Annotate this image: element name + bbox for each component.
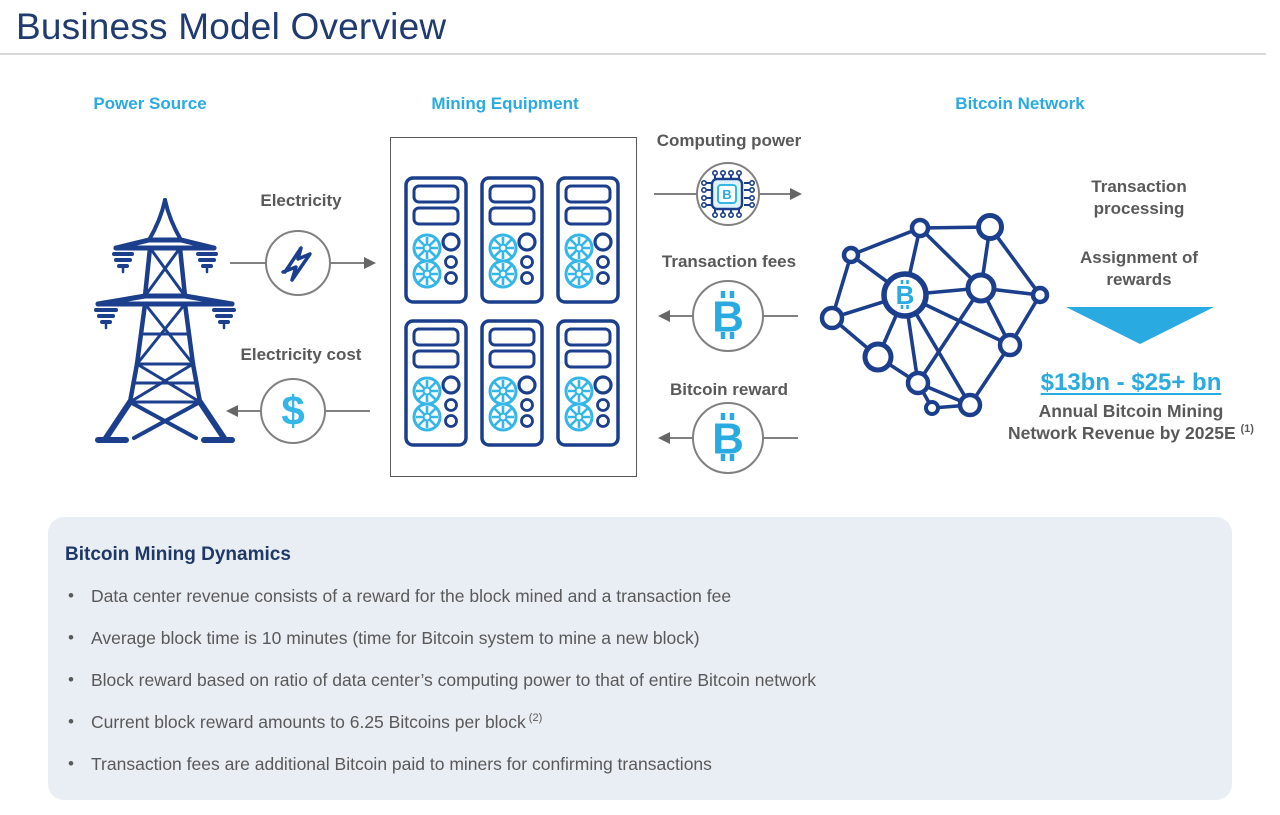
- label-transaction-processing: Transaction processing: [1091, 177, 1187, 219]
- flow-label-electricity: Electricity: [260, 191, 342, 210]
- revenue-caption-line1: Annual Bitcoin Mining: [1038, 400, 1224, 421]
- server-icon: [404, 319, 468, 447]
- svg-text:B: B: [722, 187, 731, 202]
- arrowhead-right: [364, 257, 376, 269]
- revenue-caption: Annual Bitcoin Mining Network Revenue by…: [995, 401, 1267, 445]
- server-icon: [556, 319, 620, 447]
- bitcoin-icon: [712, 291, 744, 342]
- server-icon: [480, 176, 544, 304]
- section-label-mining-equipment: Mining Equipment: [431, 94, 579, 113]
- footnote-ref: (1): [1240, 422, 1254, 435]
- arrowhead-left: [226, 405, 238, 417]
- bullet-item: Average block time is 10 minutes (time f…: [65, 628, 1205, 649]
- bullet-item: Current block reward amounts to 6.25 Bit…: [65, 712, 1205, 733]
- svg-text:B: B: [896, 280, 915, 310]
- arrowhead-right: [790, 188, 802, 200]
- arrowhead-left: [658, 432, 670, 444]
- label-assignment-of-rewards: Assignment of rewards: [1079, 248, 1199, 290]
- section-label-power-source: Power Source: [93, 94, 207, 113]
- revenue-caption-line2: Network Revenue by 2025E: [1008, 422, 1236, 443]
- electricity-arrow: [230, 230, 376, 296]
- bitcoin-reward-arrow: [658, 402, 798, 474]
- network-center-node: [881, 271, 929, 319]
- dynamics-panel: Bitcoin Mining Dynamics Data center reve…: [48, 517, 1232, 800]
- bitcoin-icon: B: [896, 280, 915, 310]
- flow-label-electricity-cost: Electricity cost: [240, 345, 362, 364]
- mining-equipment-box: [390, 137, 637, 477]
- electricity-cost-arrow: $: [226, 378, 370, 444]
- server-icon: [480, 319, 544, 447]
- network-graph: B: [819, 213, 1050, 418]
- dollar-icon: $: [281, 387, 304, 434]
- chip-icon: B: [700, 170, 756, 218]
- bitcoin-icon: [712, 413, 744, 464]
- transaction-fees-arrow: [658, 280, 798, 352]
- bullet-item: Transaction fees are additional Bitcoin …: [65, 754, 1205, 775]
- server-icon: [556, 176, 620, 304]
- page-title: Business Model Overview: [16, 6, 447, 47]
- flow-label-computing-power: Computing power: [656, 131, 802, 150]
- computing-power-arrow: B: [654, 162, 802, 226]
- lightning-icon: [281, 246, 312, 282]
- footnote-ref: (2): [528, 712, 543, 725]
- transmission-tower-icon: [94, 198, 236, 443]
- arrowhead-left: [658, 310, 670, 322]
- bullet-item: Data center revenue consists of a reward…: [65, 586, 1205, 607]
- revenue-block: $13bn - $25+ bn Annual Bitcoin Mining Ne…: [995, 369, 1267, 445]
- bullet-item: Block reward based on ratio of data cent…: [65, 670, 1205, 691]
- down-arrow-icon: [1066, 307, 1214, 344]
- dynamics-bullet-list: Data center revenue consists of a reward…: [65, 586, 1205, 796]
- flow-label-bitcoin-reward: Bitcoin reward: [669, 380, 789, 399]
- title-divider: [0, 53, 1266, 55]
- section-label-bitcoin-network: Bitcoin Network: [955, 94, 1085, 113]
- flow-label-transaction-fees: Transaction fees: [661, 252, 797, 271]
- server-icon: [404, 176, 468, 304]
- revenue-range: $13bn - $25+ bn: [1040, 369, 1222, 396]
- dynamics-heading: Bitcoin Mining Dynamics: [65, 544, 291, 565]
